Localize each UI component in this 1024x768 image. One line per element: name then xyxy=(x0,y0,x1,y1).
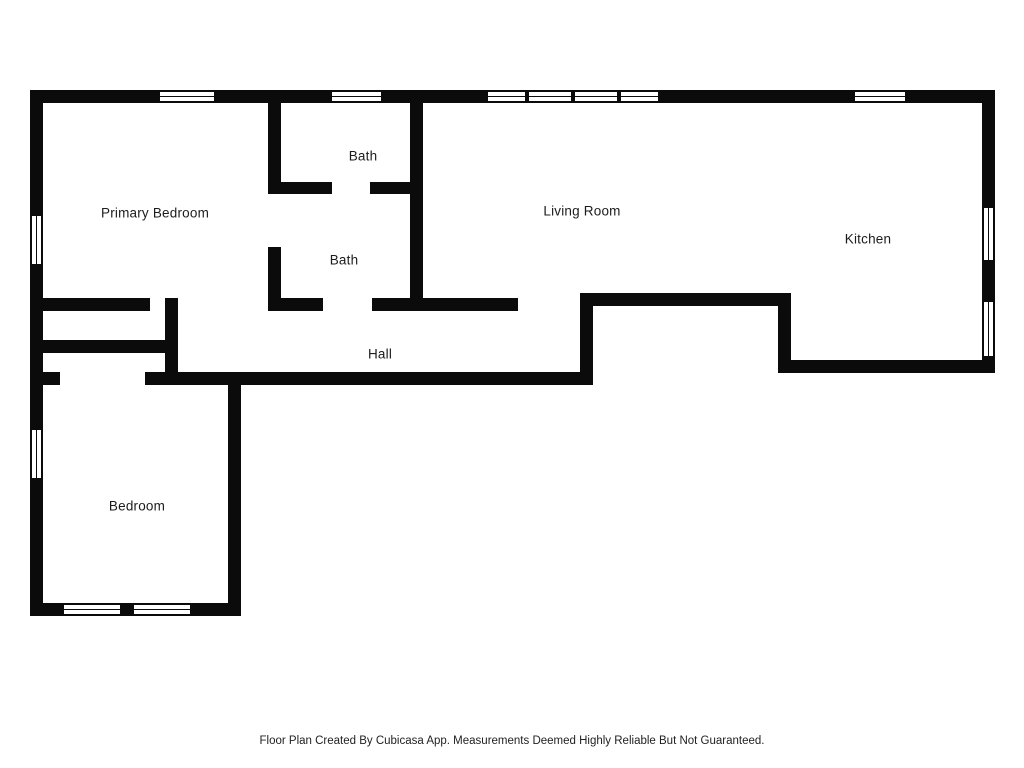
window-icon xyxy=(853,90,907,103)
window-icon xyxy=(62,603,122,616)
window-icon xyxy=(30,214,43,266)
footer-disclaimer: Floor Plan Created By Cubicasa App. Meas… xyxy=(259,735,765,747)
wall-bath-bottom-b xyxy=(372,298,518,311)
room-label-hall: Hall xyxy=(367,346,393,362)
wall-step-vertical-left xyxy=(580,293,593,385)
window-icon xyxy=(573,90,619,103)
wall-bath1-left xyxy=(268,90,281,194)
wall-step-horizontal xyxy=(580,293,791,306)
wall-bath-divider-b xyxy=(370,182,423,194)
room-label-bedroom: Bedroom xyxy=(108,498,166,514)
wall-bath-bottom-a xyxy=(268,298,323,311)
wall-hall-bottom-stub xyxy=(30,372,60,385)
room-label-kitchen: Kitchen xyxy=(844,231,892,247)
room-label-living-room: Living Room xyxy=(543,203,621,219)
wall-bath2-left xyxy=(268,247,281,310)
window-icon xyxy=(158,90,216,103)
window-icon xyxy=(486,90,527,103)
wall-kitchen-bottom xyxy=(778,360,995,373)
window-icon xyxy=(330,90,383,103)
room-label-bath-lower: Bath xyxy=(329,252,359,268)
wall-bedroom-right xyxy=(228,372,241,616)
room-label-bath-top: Bath xyxy=(348,148,378,164)
window-icon xyxy=(982,206,995,262)
window-icon xyxy=(132,603,192,616)
wall-step-vertical-right xyxy=(778,293,791,373)
wall-left-exterior xyxy=(30,90,43,616)
window-icon xyxy=(982,300,995,358)
wall-bath-divider-a xyxy=(268,182,332,194)
wall-closet-horizontal xyxy=(30,340,178,353)
window-icon xyxy=(527,90,573,103)
wall-baths-right xyxy=(410,90,423,310)
wall-primary-bottom xyxy=(30,298,150,311)
window-icon xyxy=(30,428,43,480)
wall-hall-bottom xyxy=(145,372,593,385)
window-icon xyxy=(619,90,660,103)
room-label-primary-bedroom: Primary Bedroom xyxy=(100,205,210,221)
